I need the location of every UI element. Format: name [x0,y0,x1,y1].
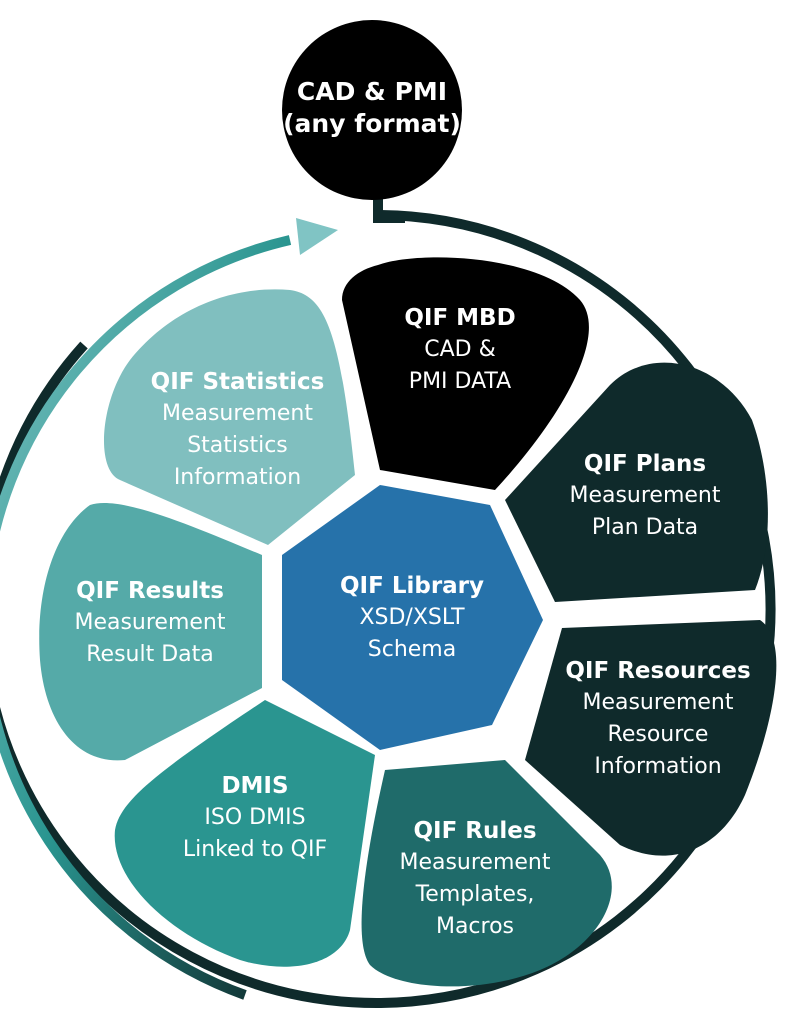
segment-line: Measurement [399,850,551,875]
cycle-arrow-icon [296,218,338,255]
source-title: CAD & PMI [296,77,448,106]
segment-line: Plan Data [591,515,699,540]
segment-qif-resources [525,620,777,856]
segment-title: QIF Plans [583,451,707,477]
segment-title: DMIS [221,773,289,799]
segment-qif-results [39,503,263,761]
segment-line: Measurement [161,401,314,426]
center-qif-library [282,485,543,750]
segment-line: Statistics [187,433,288,458]
segment-line: Measurement [582,690,734,715]
label-qif-library: QIF Library XSD/XSLT Schema [312,570,512,666]
segment-dmis [114,700,376,967]
segment-title: QIF Resources [565,658,751,684]
label-dmis: DMIS ISO DMIS Linked to QIF [155,770,355,866]
segment-line: Measurement [569,483,721,508]
center-line: XSD/XSLT [359,605,465,630]
outer-ring-left [0,235,292,1000]
segment-title: QIF Rules [413,818,537,844]
segment-qif-plans [505,362,768,602]
segment-title: QIF Results [76,578,224,604]
segment-line: ISO DMIS [204,805,306,830]
segment-qif-statistics [103,289,356,545]
segment-qif-rules [361,760,612,987]
label-qif-mbd: QIF MBD CAD & PMI DATA [370,302,550,398]
segment-line: Information [173,465,302,490]
segment-title: QIF MBD [404,305,516,331]
segment-line: Result Data [86,642,214,667]
center-title: QIF Library [339,573,485,599]
segment-line: Information [594,754,722,779]
label-qif-plans: QIF Plans Measurement Plan Data [545,448,745,544]
segment-qif-mbd [342,257,589,490]
label-qif-statistics: QIF Statistics Measurement Statistics In… [130,366,345,494]
label-qif-resources: QIF Resources Measurement Resource Infor… [548,655,768,783]
segment-title: QIF Statistics [150,369,325,395]
segment-line: Resource [607,722,709,747]
center-line: Schema [367,637,457,662]
segment-line: PMI DATA [408,369,512,394]
label-qif-rules: QIF Rules Measurement Templates, Macros [375,815,575,943]
segment-line: Macros [435,914,515,939]
source-subtitle: (any format) [283,109,461,138]
segment-line: Templates, [415,882,535,907]
segment-line: Linked to QIF [182,837,328,862]
segment-line: Measurement [74,610,226,635]
segment-line: CAD & [424,337,496,362]
source-cad-pmi-node: CAD & PMI (any format) [282,20,462,200]
label-qif-results: QIF Results Measurement Result Data [50,575,250,671]
